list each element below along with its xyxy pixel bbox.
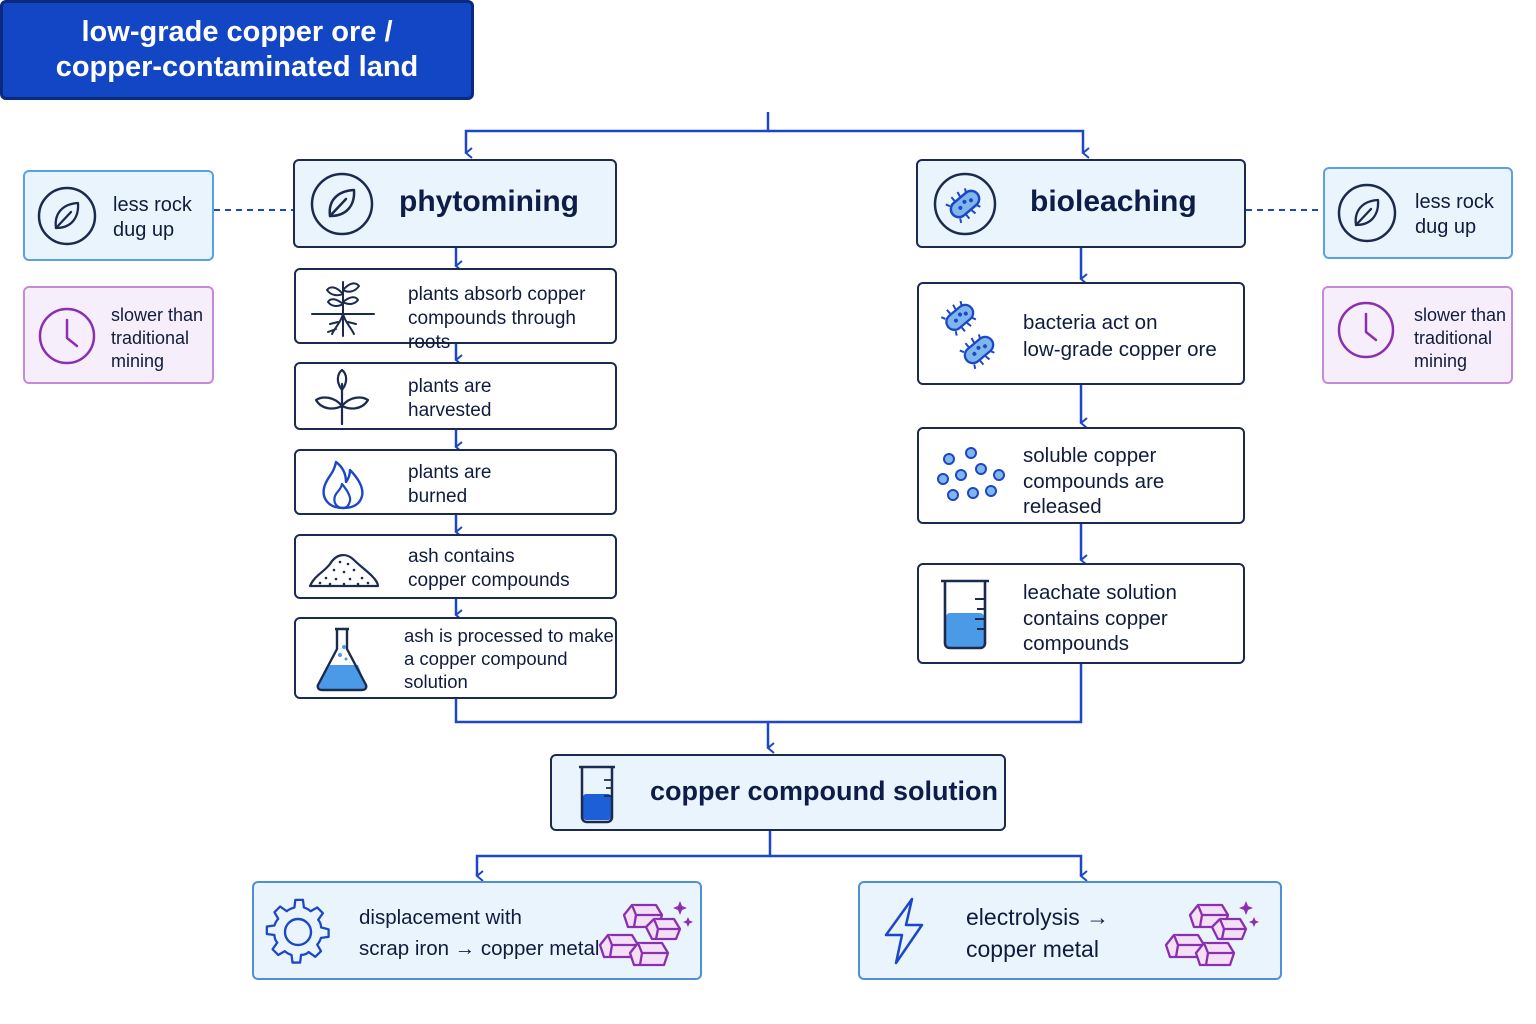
phyto-step-absorb-line-2: compounds through roots	[408, 308, 576, 353]
bio-step-soluble-line-2: compounds are	[1023, 469, 1165, 493]
bio-step-soluble: soluble copper compounds are released	[917, 427, 1245, 524]
left-pro-note: less rock dug up	[23, 170, 214, 261]
copper-ingots-icon	[598, 901, 693, 967]
clock-icon	[38, 307, 96, 365]
lightning-icon	[884, 897, 924, 965]
bio-step-bacteria: bacteria act on low-grade copper ore	[917, 282, 1245, 385]
left-pro-line-2: dug up	[113, 219, 175, 241]
phyto-step-process: ash is processed to make a copper compou…	[294, 617, 617, 699]
electrolysis-line-2: copper metal	[966, 936, 1099, 962]
bioleaching-header: bioleaching	[916, 159, 1246, 248]
phyto-step-process-line-2: a copper compound	[404, 648, 568, 669]
left-con-line-2: traditional	[111, 328, 190, 348]
gear-icon	[265, 898, 330, 964]
phyto-step-process-line-1: ash is processed to make	[404, 625, 614, 646]
particles-icon	[937, 447, 1005, 501]
phyto-step-burn: plants are burned	[294, 449, 617, 515]
phyto-step-harvest-line-2: harvested	[408, 400, 492, 421]
displacement-line-2: scrap iron → copper metal	[359, 937, 600, 960]
left-pro-line-1: less rock	[113, 194, 192, 216]
displacement-line-1: displacement with	[359, 906, 522, 929]
clock-icon	[1337, 301, 1395, 359]
electrolysis-box: electrolysis → copper metal	[858, 881, 1282, 980]
bacterium-icon	[933, 172, 997, 236]
solution-label: copper compound solution	[650, 776, 998, 806]
beaker-icon	[941, 579, 989, 650]
phyto-step-absorb: plants absorb copper compounds through r…	[294, 268, 617, 353]
bio-step-leachate-line-3: compounds	[1023, 632, 1129, 655]
electrolysis-line-1: electrolysis →	[966, 904, 1110, 930]
phyto-step-harvest-line-1: plants are	[408, 376, 492, 397]
phytomining-header: phytomining	[293, 159, 617, 248]
bio-step-soluble-line-1: soluble copper	[1023, 444, 1157, 467]
right-pro-note: less rock dug up	[1323, 167, 1513, 259]
phyto-step-process-line-3: solution	[404, 671, 468, 692]
source-line-2: copper-contaminated land	[55, 51, 419, 83]
source-box: low-grade copper ore / copper-contaminat…	[0, 0, 474, 100]
right-pro-line-2: dug up	[1415, 216, 1477, 238]
sprout-icon	[314, 368, 370, 426]
phyto-step-ash: ash contains copper compounds	[294, 534, 617, 599]
left-con-line-1: slower than	[111, 305, 204, 325]
displacement-box: displacement with scrap iron → copper me…	[252, 881, 702, 980]
bio-step-soluble-line-3: released	[1023, 495, 1102, 518]
bio-step-leachate: leachate solution contains copper compou…	[917, 563, 1245, 664]
right-con-note: slower than traditional mining	[1322, 286, 1513, 384]
right-pro-line-1: less rock	[1415, 191, 1494, 213]
phytomining-title: phytomining	[399, 185, 579, 218]
right-con-line-3: mining	[1414, 351, 1468, 371]
solution-box: copper compound solution	[550, 754, 1006, 831]
leaf-icon	[1337, 183, 1397, 243]
flask-icon	[316, 627, 368, 692]
leaf-icon	[310, 172, 374, 236]
flame-icon	[322, 460, 364, 510]
left-con-note: slower than traditional mining	[23, 286, 214, 384]
phyto-step-burn-line-1: plants are	[408, 462, 492, 483]
copper-ingots-icon	[1164, 901, 1259, 967]
right-con-line-2: traditional	[1414, 328, 1493, 348]
beaker-icon	[579, 765, 615, 824]
bio-step-bacteria-line-2: low-grade copper ore	[1023, 338, 1217, 361]
phyto-step-burn-line-2: burned	[408, 486, 468, 507]
bio-step-leachate-line-2: contains copper	[1023, 606, 1168, 630]
bio-step-leachate-line-1: leachate solution	[1023, 581, 1177, 604]
right-con-line-1: slower than	[1414, 305, 1507, 325]
bio-step-bacteria-line-1: bacteria act on	[1023, 311, 1158, 334]
phyto-step-ash-line-1: ash contains	[408, 546, 515, 567]
plant-roots-icon	[311, 281, 375, 337]
phyto-step-absorb-line-1: plants absorb copper	[408, 284, 586, 305]
ash-pile-icon	[308, 554, 380, 588]
leaf-icon	[37, 186, 97, 246]
source-line-1: low-grade copper ore /	[81, 16, 393, 48]
bacteria-icon	[940, 300, 995, 370]
left-con-line-3: mining	[111, 351, 165, 371]
phyto-step-harvest: plants are harvested	[294, 362, 617, 430]
bioleaching-title: bioleaching	[1030, 185, 1197, 218]
phyto-step-ash-line-2: copper compounds	[408, 570, 570, 591]
